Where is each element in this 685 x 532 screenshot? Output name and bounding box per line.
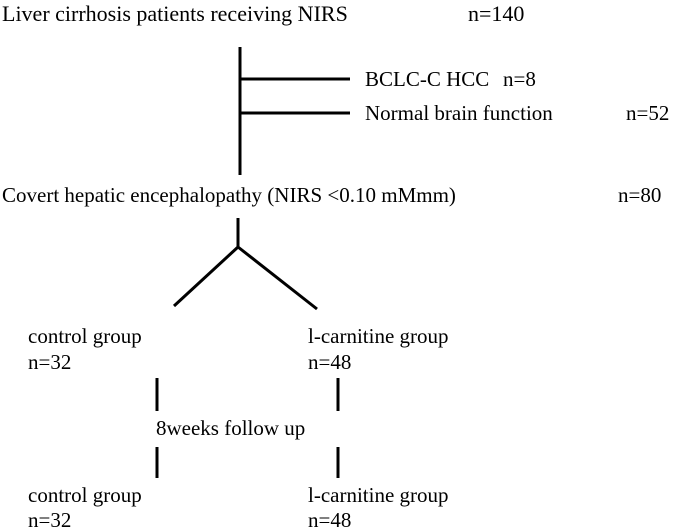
control-group-count: n=32 bbox=[28, 350, 72, 374]
covert-label: Covert hepatic encephalopathy (NIRS <0.1… bbox=[2, 183, 456, 207]
control-group-label: control group bbox=[28, 324, 142, 348]
exclusion-hcc-count: n=8 bbox=[503, 67, 536, 91]
final-control-group-label: control group bbox=[28, 483, 142, 507]
covert-count: n=80 bbox=[618, 183, 662, 207]
header-count: n=140 bbox=[468, 1, 525, 26]
final-lcarnitine-group-label: l-carnitine group bbox=[308, 483, 449, 507]
exclusion-normal-count: n=52 bbox=[626, 101, 670, 125]
final-lcarnitine-group-count: n=48 bbox=[308, 508, 352, 532]
follow-up-label: 8weeks follow up bbox=[156, 416, 306, 440]
split-left-diagonal bbox=[172, 245, 240, 308]
lcarnitine-group-label: l-carnitine group bbox=[308, 324, 449, 348]
split-right-diagonal bbox=[237, 245, 318, 311]
lcarnitine-group-count: n=48 bbox=[308, 350, 352, 374]
final-control-group-count: n=32 bbox=[28, 508, 72, 532]
exclusion-hcc-label: BCLC-C HCC bbox=[365, 67, 490, 91]
exclusion-normal-label: Normal brain function bbox=[365, 101, 553, 125]
header-label: Liver cirrhosis patients receiving NIRS bbox=[2, 1, 348, 26]
